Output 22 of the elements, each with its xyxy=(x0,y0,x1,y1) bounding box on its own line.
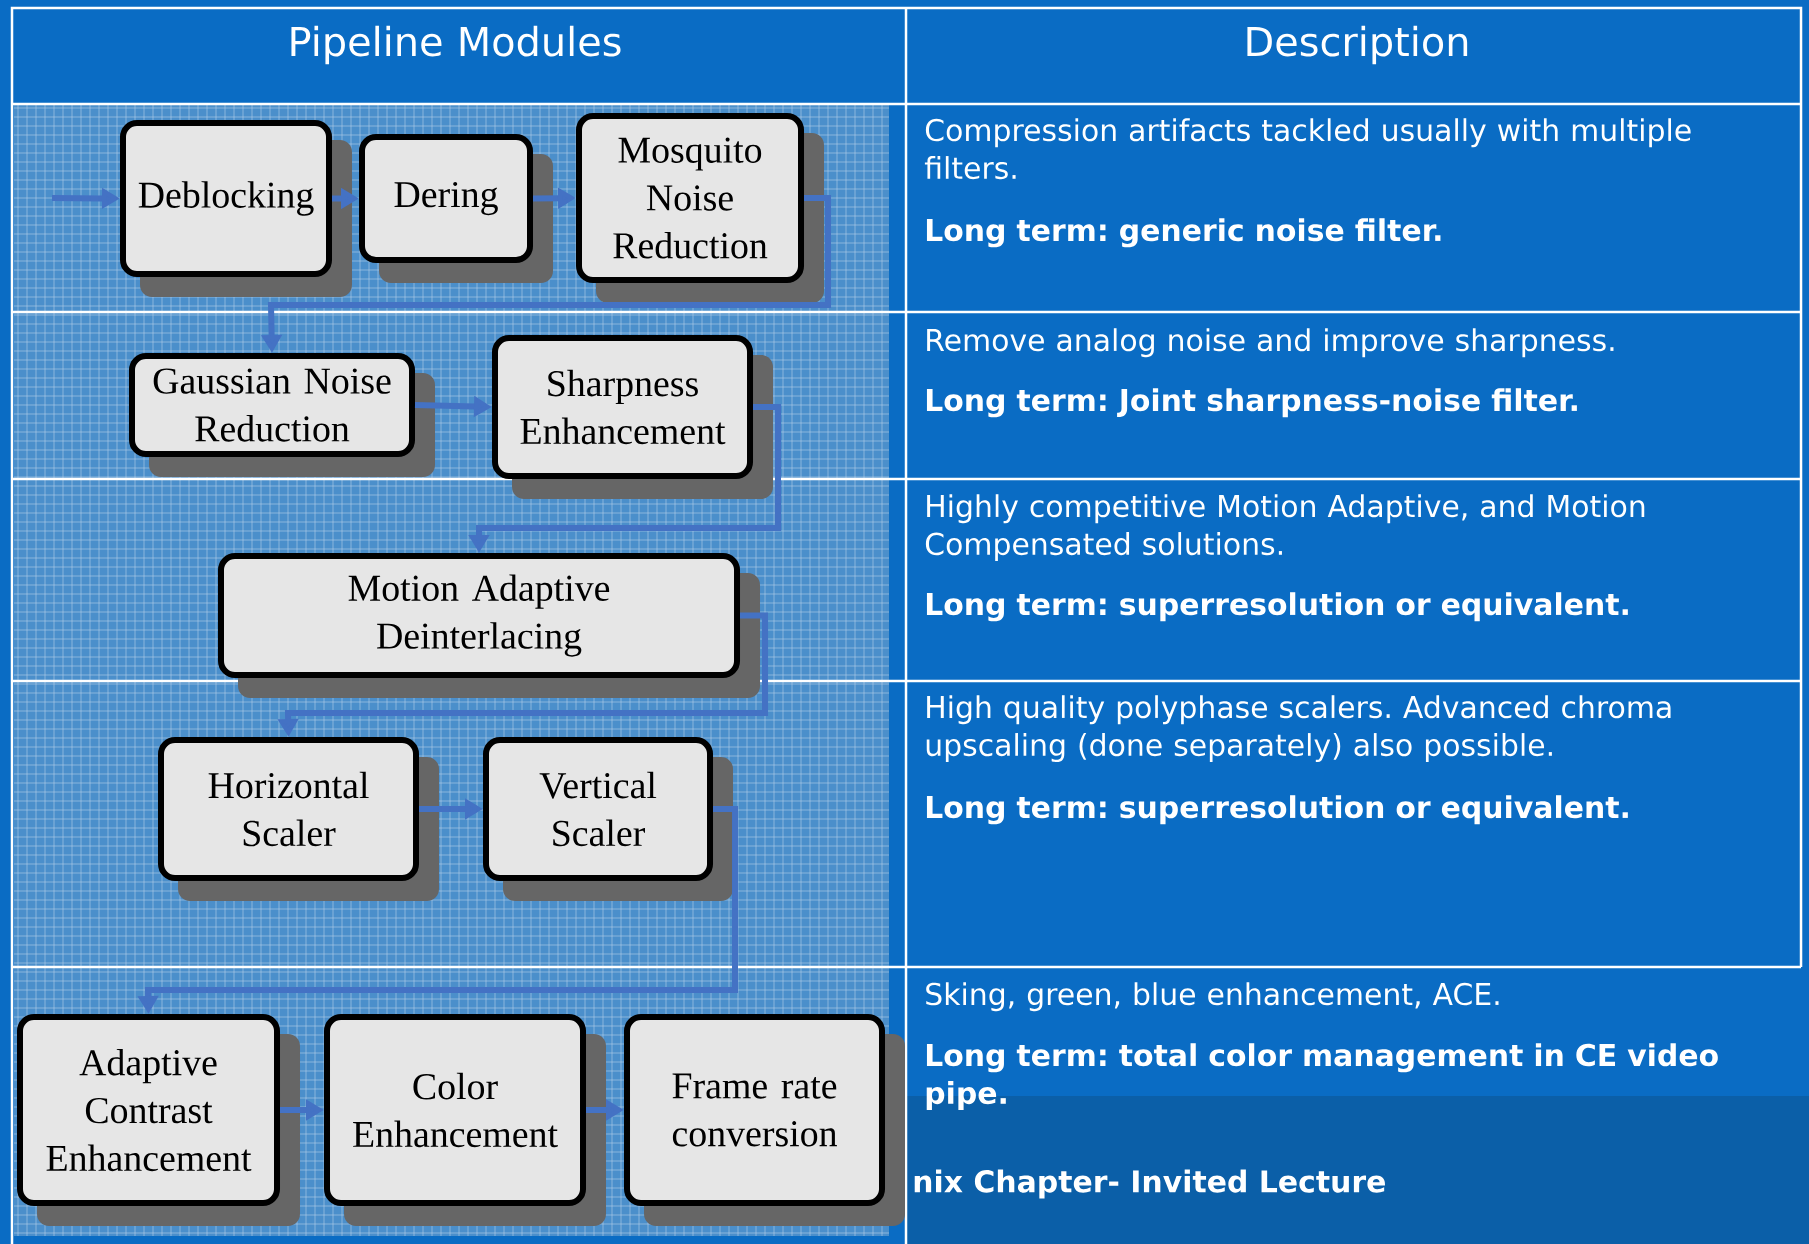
description-text: Compression artifacts tackled usually with multiple filters. xyxy=(924,118,1691,180)
process-box: Gaussian Noise Reduction xyxy=(129,353,435,477)
process-box: Dering xyxy=(359,134,553,283)
process-box: Color Enhancement xyxy=(324,1014,606,1226)
description-text: Long term: generic noise filter. xyxy=(926,218,1441,248)
process-box: Sharpness Enhancement xyxy=(492,335,773,499)
column-header: Pipeline Modules xyxy=(291,25,621,65)
column-header: Description xyxy=(1247,25,1468,65)
description-text: Highly competitive Motion Adaptive, and Motion Compensated solutions. xyxy=(925,494,1645,561)
description-text: Sking, green, blue enhancement, ACE. xyxy=(926,982,1499,1012)
process-box: Motion Adaptive Deinterlacing xyxy=(218,553,760,698)
description-text: High quality polyphase scalers. Advanced chroma upscaling (done separately) also possible. xyxy=(926,695,1671,762)
process-box: Deblocking xyxy=(120,120,352,297)
process-box: Vertical Scaler xyxy=(483,737,733,901)
process-box: Horizontal Scaler xyxy=(158,737,439,901)
process-box: Mosquito Noise Reduction xyxy=(576,113,824,303)
description-text: Long term: superresolution or equivalent. xyxy=(926,592,1628,622)
description-text: Long term: Joint sharpness-noise filter. xyxy=(926,388,1577,418)
process-box: Frame rate conversion xyxy=(624,1014,905,1226)
process-box: Adaptive Contrast Enhancement xyxy=(17,1014,300,1226)
description-text: Remove analog noise and improve sharpness. xyxy=(927,328,1614,358)
description-text: Long term: superresolution or equivalent. xyxy=(926,795,1628,825)
